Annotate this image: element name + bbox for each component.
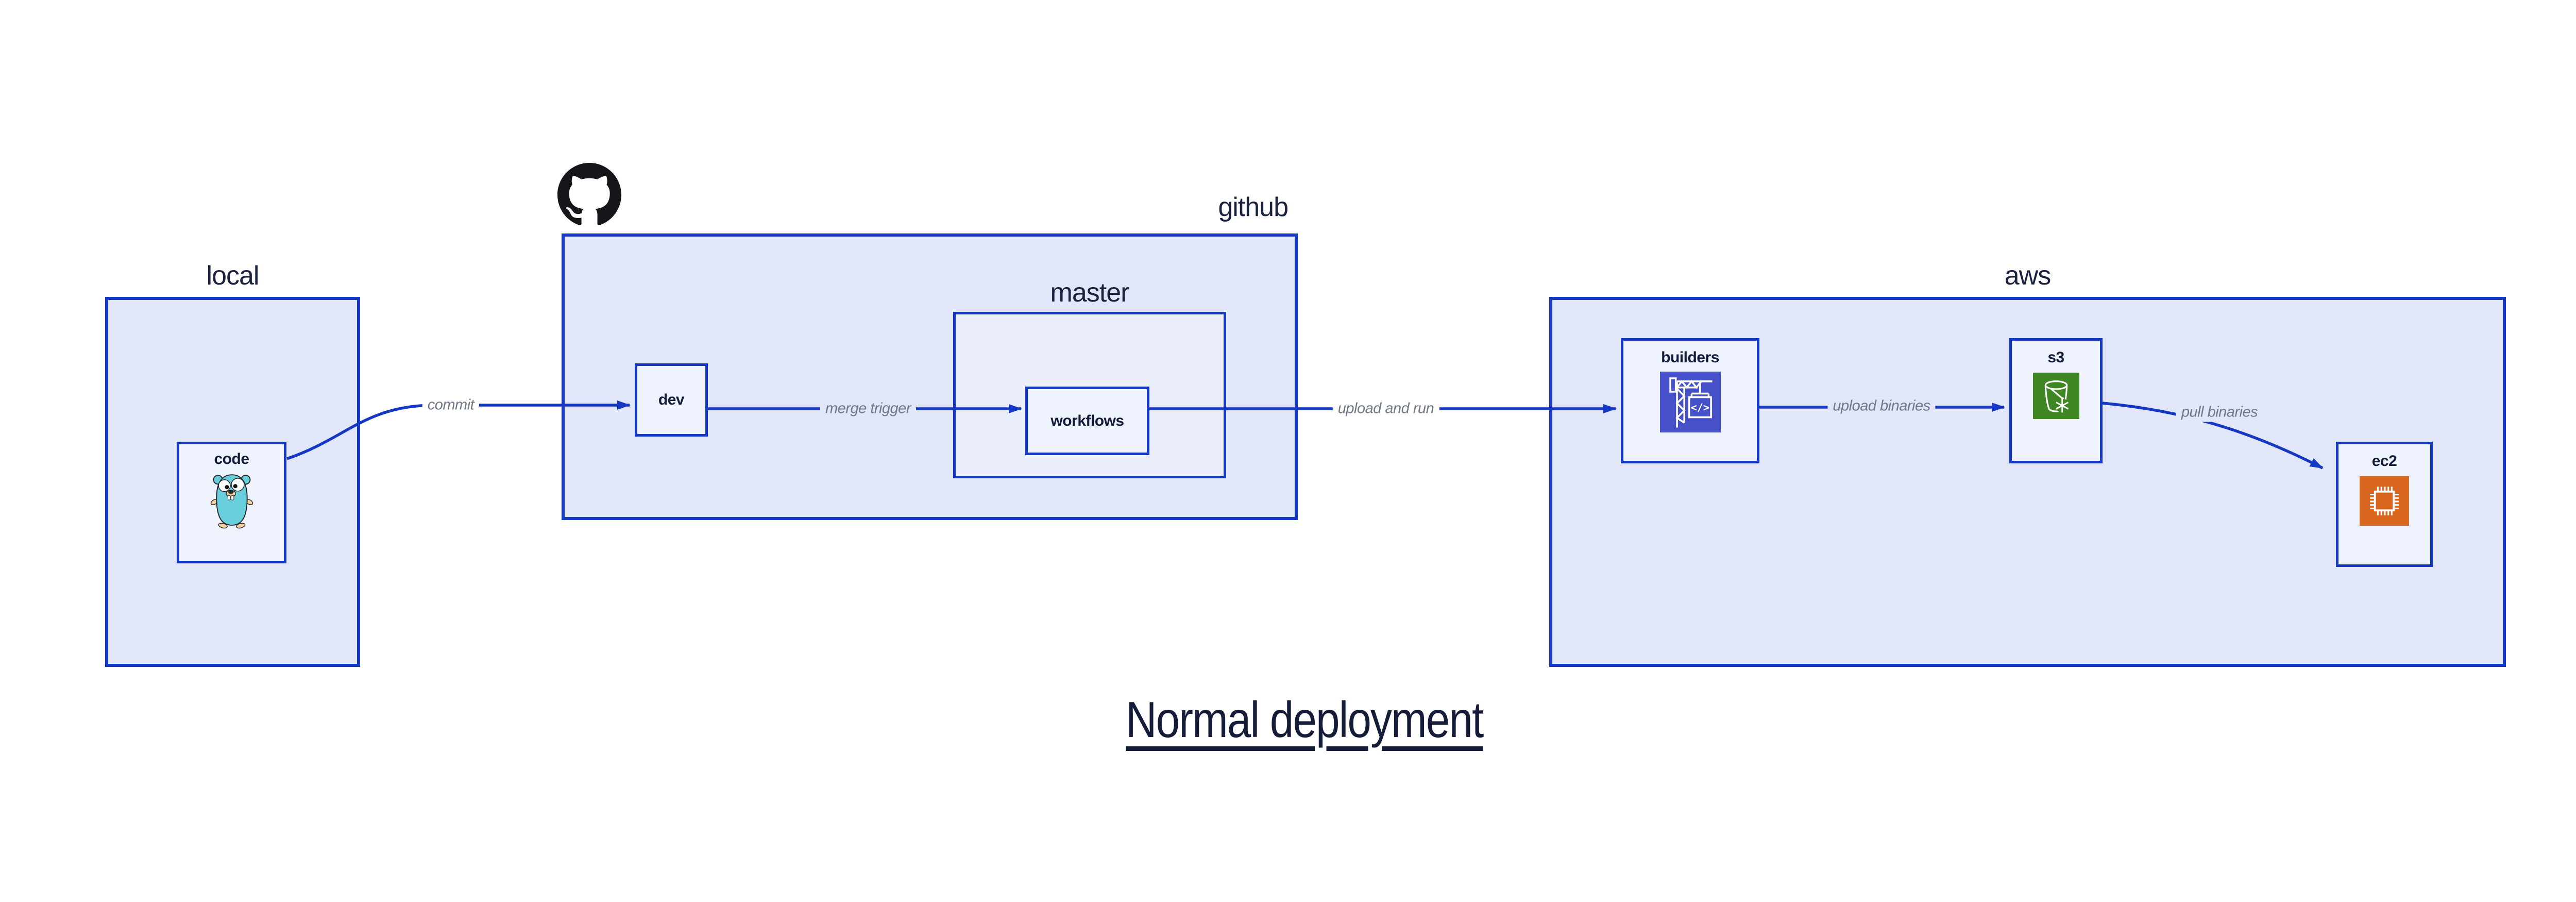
node-dev: dev <box>635 363 708 437</box>
dev-label: dev <box>658 391 685 408</box>
node-workflows: workflows <box>1025 387 1149 455</box>
diagram-title-text: Normal deployment <box>1126 691 1484 748</box>
aws-label: aws <box>2004 261 2051 291</box>
edge-label-pull-binaries: pull binaries <box>2176 403 2263 422</box>
edge-label-upload-binaries: upload binaries <box>1827 396 1936 416</box>
workflows-label: workflows <box>1050 412 1124 429</box>
ec2-label: ec2 <box>2371 453 2397 470</box>
local-label: local <box>206 261 260 291</box>
node-ec2: ec2 <box>2336 442 2433 567</box>
edge-label-upload-and-run: upload and run <box>1332 399 1439 419</box>
s3-label: s3 <box>2047 349 2064 366</box>
aws-codebuild-crane-icon: </> <box>1659 372 1721 432</box>
node-builders: builders </> <box>1621 338 1759 463</box>
master-label: master <box>1050 278 1130 308</box>
github-octocat-icon <box>557 163 621 227</box>
svg-text:</>: </> <box>1690 402 1709 414</box>
aws-ec2-chip-icon <box>2360 476 2409 526</box>
aws-s3-glacier-bucket-icon <box>2032 373 2079 419</box>
edge-label-commit: commit <box>422 395 480 415</box>
node-code: code <box>177 442 286 563</box>
github-label: github <box>1218 192 1289 222</box>
node-s3: s3 <box>2009 338 2103 463</box>
builders-label: builders <box>1661 349 1719 366</box>
code-label: code <box>214 450 249 467</box>
edge-label-merge-trigger: merge trigger <box>820 399 916 419</box>
diagram-title: Normal deployment <box>1044 691 1565 749</box>
go-gopher-icon <box>208 472 256 529</box>
